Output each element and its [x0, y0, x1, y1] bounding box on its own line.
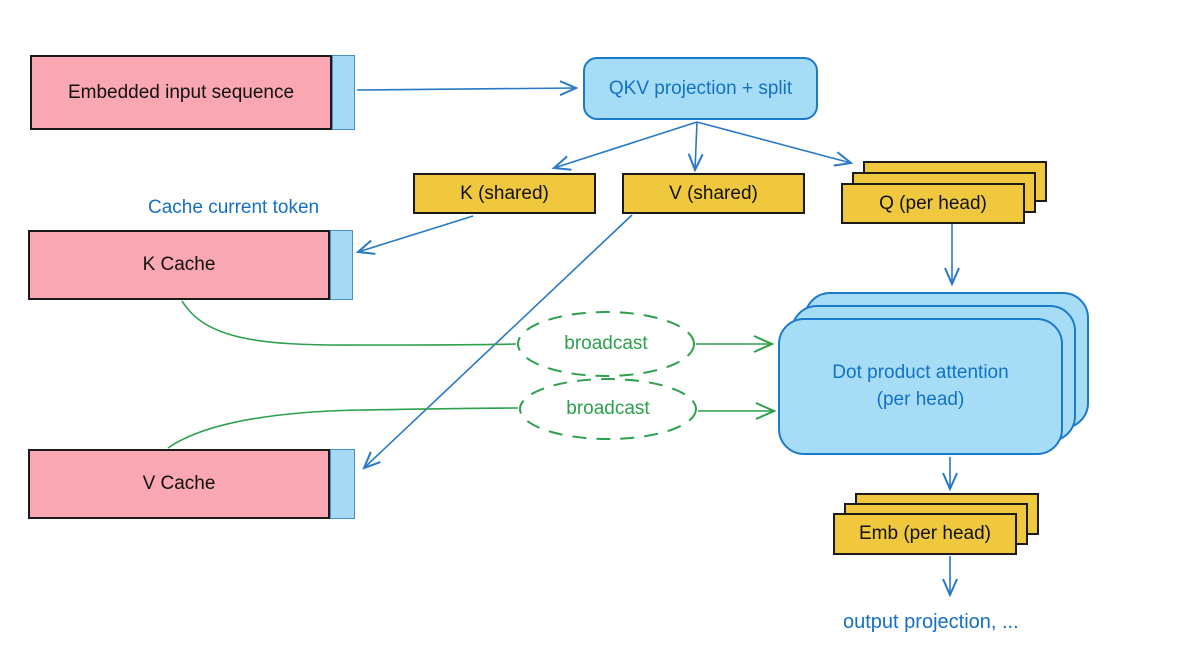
emb-per-head-box: Emb (per head) [833, 513, 1017, 555]
qkv-projection-split-box: QKV projection + split [583, 57, 818, 120]
v-cache-current-token-strip [330, 449, 355, 519]
dot-product-attention-label-line2: (per head) [876, 388, 965, 410]
arrow-qkv-to-q-per-head [696, 121, 851, 163]
broadcast-top-label: broadcast [564, 333, 648, 354]
v-cache-box: V Cache [28, 449, 330, 519]
k-cache-label: K Cache [142, 254, 216, 276]
v-shared-label: V (shared) [669, 182, 758, 204]
curve-v-cache-to-broadcast [167, 407, 519, 449]
cache-current-token-note: Cache current token [148, 197, 320, 218]
arrow-qkv-to-k-shared [554, 121, 698, 168]
arrow-qkv-to-v-shared [695, 121, 697, 170]
k-cache-box: K Cache [28, 230, 330, 300]
dot-product-attention-box: Dot product attention (per head) [778, 318, 1063, 455]
q-per-head-box: Q (per head) [841, 183, 1025, 224]
arrow-k-shared-to-k-cache [358, 215, 474, 252]
embedded-input-sequence-box: Embedded input sequence [30, 55, 332, 130]
broadcast-bottom-label: broadcast [566, 398, 650, 419]
output-projection-note: output projection, ... [843, 611, 1019, 633]
dot-product-attention-label-line1: Dot product attention [832, 361, 1009, 383]
curve-k-cache-to-broadcast [181, 300, 517, 346]
v-shared-box: V (shared) [622, 173, 805, 214]
qkv-projection-split-label: QKV projection + split [608, 77, 793, 99]
v-cache-label: V Cache [142, 473, 216, 495]
arrow-embedded-to-qkv [356, 88, 576, 90]
k-cache-current-token-strip [330, 230, 353, 300]
k-shared-box: K (shared) [413, 173, 596, 214]
embedded-input-sequence-label: Embedded input sequence [67, 81, 295, 103]
k-shared-label: K (shared) [460, 182, 549, 204]
emb-per-head-label: Emb (per head) [858, 523, 991, 545]
q-per-head-label: Q (per head) [879, 192, 987, 214]
embedded-input-current-token-strip [332, 55, 355, 130]
